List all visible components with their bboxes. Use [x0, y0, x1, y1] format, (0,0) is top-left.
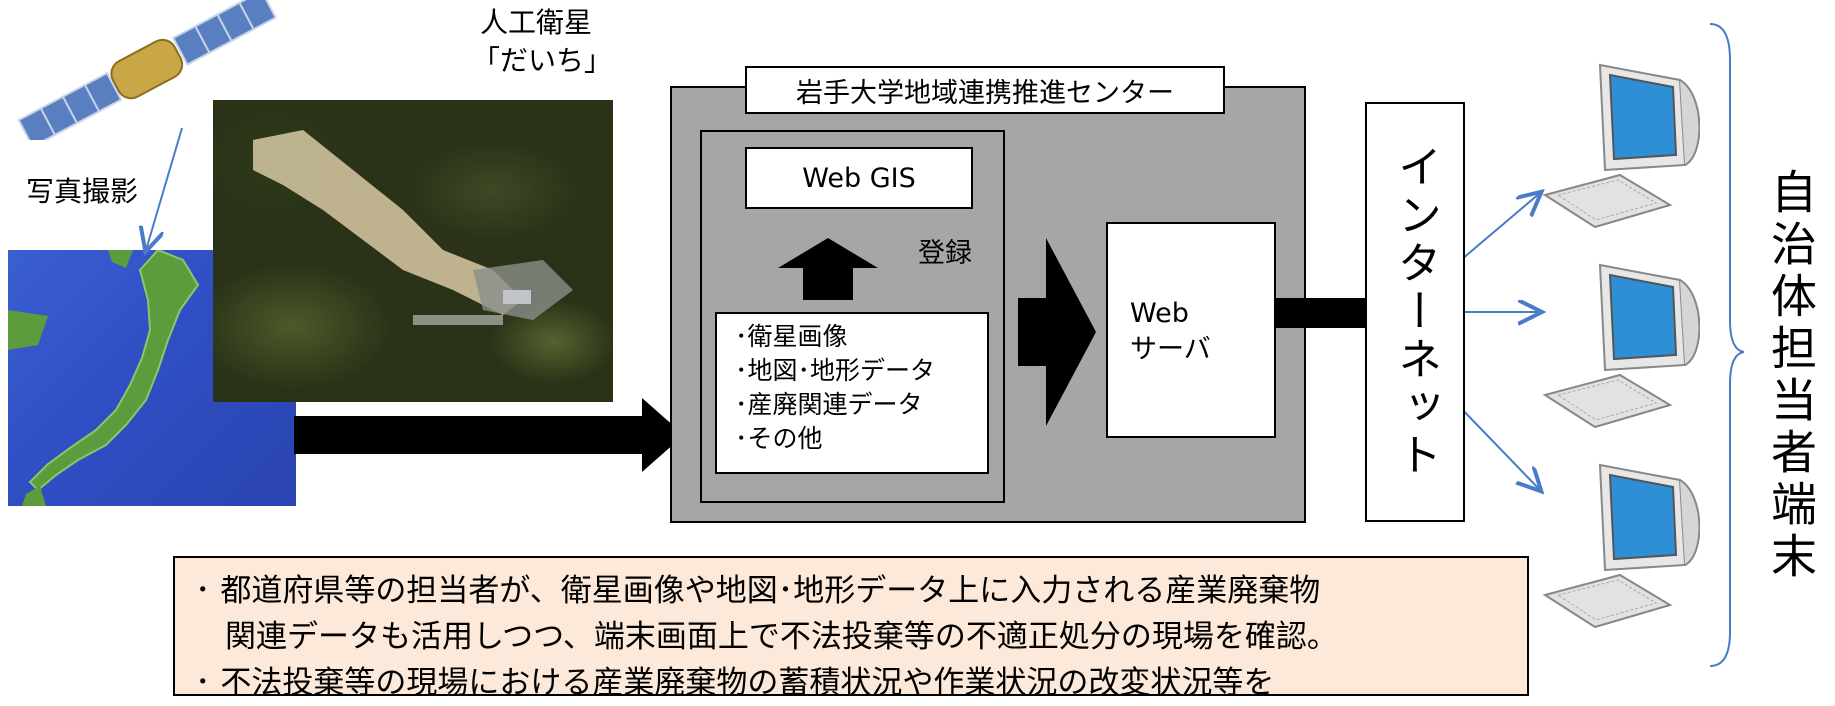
computer-icon: [1542, 263, 1700, 429]
web-server-box: Web サーバ: [1106, 222, 1276, 438]
internet-to-terminal-arrow-1: [1454, 193, 1540, 266]
to-server-arrow: [1018, 238, 1096, 426]
terminal-brace: [1709, 23, 1745, 667]
note-line: ･ 不法投棄等の現場における産業廃棄物の蓄積状況や作業状況の改変状況等を: [195, 665, 1275, 701]
web-server-label-line2: サーバ: [1130, 334, 1211, 365]
web-gis-box: Web GIS: [745, 147, 973, 209]
photo-to-center-arrow: [294, 398, 684, 472]
internet-to-terminal-arrow-3: [1454, 401, 1540, 490]
note-line: 関連データも活用しつつ、端末画面上で不法投棄等の不適正処分の現場を確認。: [225, 619, 1338, 655]
internet-box: インターネット: [1365, 102, 1465, 522]
computer-icon: [1542, 63, 1700, 229]
satellite-name-label: 人工衛星: [480, 6, 593, 39]
register-label: 登録: [918, 238, 972, 269]
data-item: ･その他: [735, 424, 823, 453]
web-server-label-line1: Web: [1130, 298, 1189, 329]
satellite-nickname-label: 「だいち」: [472, 44, 613, 77]
satellite-icon: [17, 0, 278, 140]
data-item: ･衛星画像: [735, 322, 848, 351]
register-up-arrow: [778, 238, 878, 300]
server-internet-connector: [1276, 298, 1366, 328]
photo-caption-label: 写真撮影: [26, 175, 139, 208]
center-title: 岩手大学地域連携推進センター: [745, 66, 1225, 114]
computer-icon: [1542, 463, 1700, 629]
data-item: ･産廃関連データ: [735, 390, 923, 419]
internet-label: インターネット: [1390, 144, 1441, 480]
note-box: ･ 都道府県等の担当者が、衛星画像や地図･地形データ上に入力される産業廃棄物 関…: [173, 556, 1529, 701]
data-list-box: ･衛星画像 ･地図･地形データ ･産廃関連データ ･その他: [715, 312, 989, 474]
inner-panel: [700, 130, 1005, 503]
note-line: ･ 都道府県等の担当者が、衛星画像や地図･地形データ上に入力される産業廃棄物: [195, 573, 1321, 609]
satellite-to-map-arrow: [146, 127, 183, 250]
satellite-photo-image: [213, 100, 613, 402]
connector-lines: [0, 127, 1835, 671]
data-item: ･地図･地形データ: [735, 356, 936, 385]
terminal-label: 自治体担当者端末: [1764, 168, 1818, 584]
